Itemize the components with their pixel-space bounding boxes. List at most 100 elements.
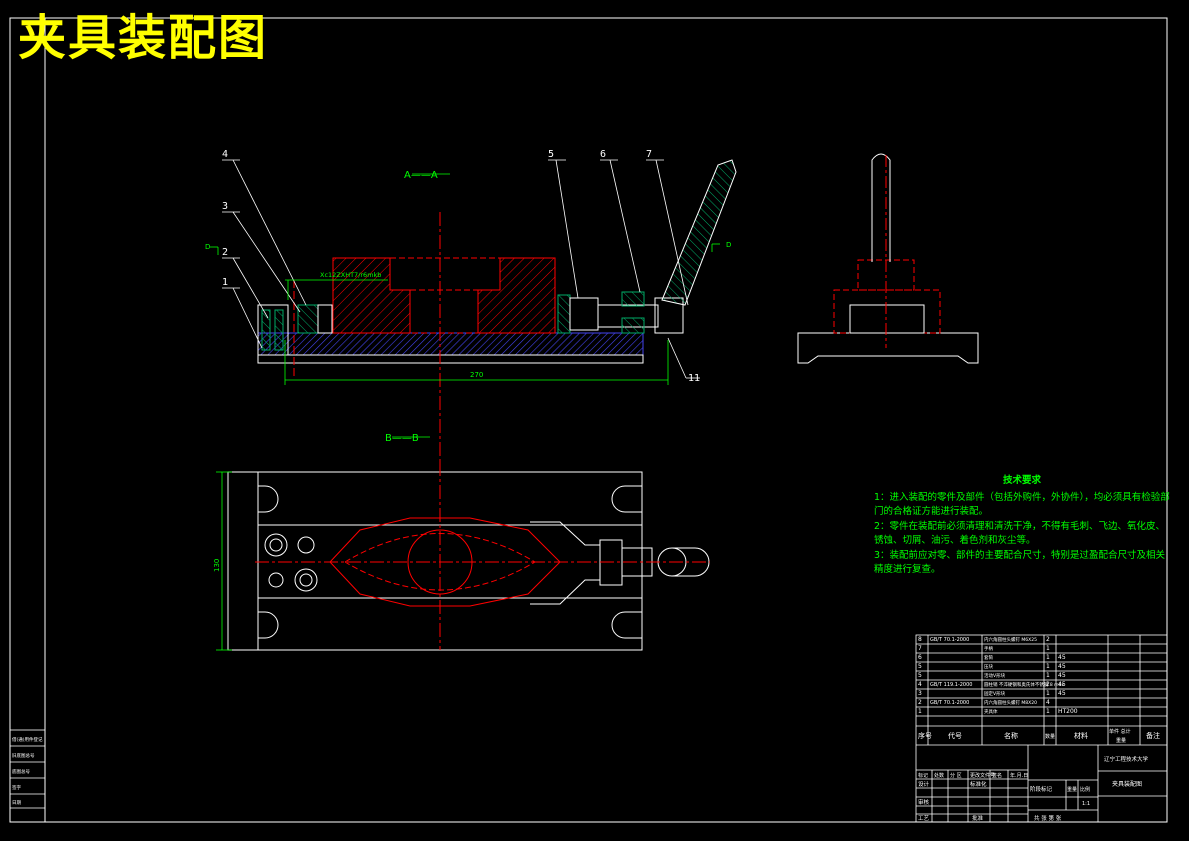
section-marks: [210, 173, 720, 438]
tech-heading: 技术要求: [1002, 475, 1041, 486]
view-mark-d-right: D: [726, 241, 731, 249]
title-mark-label: 处数: [934, 772, 944, 779]
view-mark-d-left: D: [205, 243, 210, 251]
bom-cell-qty: 1: [1046, 708, 1050, 715]
bom-cell-qty: 1: [1046, 672, 1050, 679]
side-strip-label: 签字: [12, 784, 21, 791]
title-weight: 重量: [1067, 786, 1077, 793]
bom-cell-code: GB/T 70.1-2000: [930, 637, 969, 643]
title-review: 审核: [918, 798, 930, 806]
svg-text:2: 2: [222, 247, 228, 258]
bom-cell-qty: 2: [1046, 636, 1050, 643]
title-process: 工艺: [918, 815, 930, 822]
front-view: [257, 159, 737, 462]
title-mark-label: 签名: [992, 772, 1002, 779]
title-standardize: 标准化: [970, 780, 987, 788]
bom-cell-material: 45: [1058, 690, 1066, 697]
bom-cell-name: 内六角圆柱头螺钉 M8X20: [984, 699, 1037, 706]
title-sheets: 共 张 第 张: [1034, 814, 1062, 822]
title-scale: 比例: [1080, 786, 1090, 793]
dimension-fit-label: Xc12ZXHT7/r6mkb: [320, 271, 381, 279]
title-block-text: 辽宁工程技术大学夹具装配图标记处数分 区更改文件号签名年.月.日设计标准化审核工…: [918, 755, 1149, 822]
bom-header-code: 代号: [948, 731, 962, 740]
bom-cell-name: 活动V形块: [984, 672, 1006, 679]
svg-text:3: 3: [222, 201, 228, 212]
section-label-bb: B——B: [385, 433, 419, 444]
dimension-width: [216, 471, 232, 651]
section-label-aa: A——A: [404, 170, 438, 181]
bom-cell-no: 2: [918, 699, 922, 706]
side-view: [797, 153, 979, 364]
svg-text:4: 4: [222, 149, 228, 160]
bom-cell-qty: 1: [1046, 654, 1050, 661]
bom-cell-name: 压块: [984, 663, 993, 670]
dimension-length: [284, 279, 669, 385]
bom-cell-qty: 1: [1046, 663, 1050, 670]
title-mark-label: 标记: [918, 772, 928, 779]
drawing-title: 夹具装配图: [18, 10, 269, 66]
bom-cell-name: 内六角圆柱头螺钉 M6X25: [984, 636, 1037, 643]
tech-item-2: 2：零件在装配前必须清理和清洗干净，不得有毛刺、飞边、氧化皮、锈蚀、切屑、油污、…: [874, 520, 1166, 547]
base-plate: [257, 354, 644, 364]
bom-cell-no: 5: [918, 672, 922, 679]
title-school: 辽宁工程技术大学: [1104, 755, 1149, 763]
bom-cell-material: 45: [1058, 681, 1066, 688]
bom-cell-material: 45: [1058, 663, 1066, 670]
bom-cell-no: 8: [918, 636, 922, 643]
bom-cell-no: 5: [918, 663, 922, 670]
title-drawing-name: 夹具装配图: [1112, 780, 1142, 788]
side-strip-label: 底图总号: [12, 768, 30, 775]
bom-header-material: 材料: [1074, 731, 1088, 740]
bom-header-no: 序号: [918, 731, 932, 740]
side-strip-label: 借(通)用件登记: [12, 736, 43, 743]
bom-header-qty: 数量: [1045, 733, 1055, 740]
bom-cell-name: 固定V形块: [984, 690, 1006, 697]
bom-cell-material: 45: [1058, 672, 1066, 679]
bom-cell-name: 手柄: [984, 645, 993, 652]
title-design: 设计: [918, 780, 930, 788]
bom-cell-material: HT200: [1058, 708, 1078, 715]
bom-cell-qty: 1: [1046, 690, 1050, 697]
part-leaders: [222, 159, 700, 379]
bom-cell-no: 6: [918, 654, 922, 661]
svg-text:11: 11: [688, 373, 700, 384]
title-mark-label: 分 区: [950, 772, 962, 779]
technical-requirements: 技术要求 1：进入装配的零件及部件（包括外购件，外协件），均必须具有检验部门的合…: [874, 474, 1170, 578]
svg-text:5: 5: [548, 149, 554, 160]
side-strip-label: 日期: [12, 800, 21, 806]
bom-header-name: 名称: [1004, 731, 1018, 740]
dimension-width-label: 130: [213, 559, 221, 572]
bom-cell-no: 1: [918, 708, 922, 715]
bom-cell-qty: 4: [1046, 699, 1050, 706]
title-mark-label: 更改文件号: [970, 772, 995, 779]
sheet-frame: [9, 17, 1168, 823]
bom-cell-no: 7: [918, 645, 922, 652]
bom-cell-code: GB/T 119.1-2000: [930, 682, 972, 688]
dimension-length-label: 270: [470, 371, 483, 379]
bom-cell-name: 夹具体: [984, 708, 998, 715]
bom-cell-qty: 2: [1046, 681, 1050, 688]
svg-text:6: 6: [600, 149, 606, 160]
tech-item-3: 3：装配前应对零、部件的主要配合尺寸，特别是过盈配合尺寸及相关精度进行复查。: [874, 549, 1166, 576]
bom-cell-name: 套筒: [984, 654, 993, 661]
part-numbers: 4 3 2 1 5 6 7 11: [222, 149, 700, 384]
svg-text:1: 1: [222, 277, 228, 288]
side-strip: [9, 729, 46, 823]
bom-cell-name: 圆柱销 不淬硬钢和奥氏体不锈钢 8 m6x: [984, 681, 1064, 688]
tech-item-1: 1：进入装配的零件及部件（包括外购件，外协件），均必须具有检验部门的合格证方能进…: [874, 491, 1170, 518]
title-stage: 阶段标记: [1030, 785, 1053, 793]
title-scale-value: 1:1: [1082, 801, 1090, 807]
bom-table: [915, 634, 1168, 823]
svg-text:7: 7: [646, 149, 652, 160]
bom-header-note: 备注: [1146, 731, 1160, 740]
bom-cell-material: 45: [1058, 654, 1066, 661]
title-approve: 批准: [972, 814, 984, 822]
side-strip-label: 旧底图总号: [12, 752, 35, 759]
base-body: [257, 332, 644, 356]
bom-header-weight: 重量: [1116, 737, 1126, 744]
bom-cell-qty: 1: [1046, 645, 1050, 652]
bom-cell-no: 4: [918, 681, 922, 688]
